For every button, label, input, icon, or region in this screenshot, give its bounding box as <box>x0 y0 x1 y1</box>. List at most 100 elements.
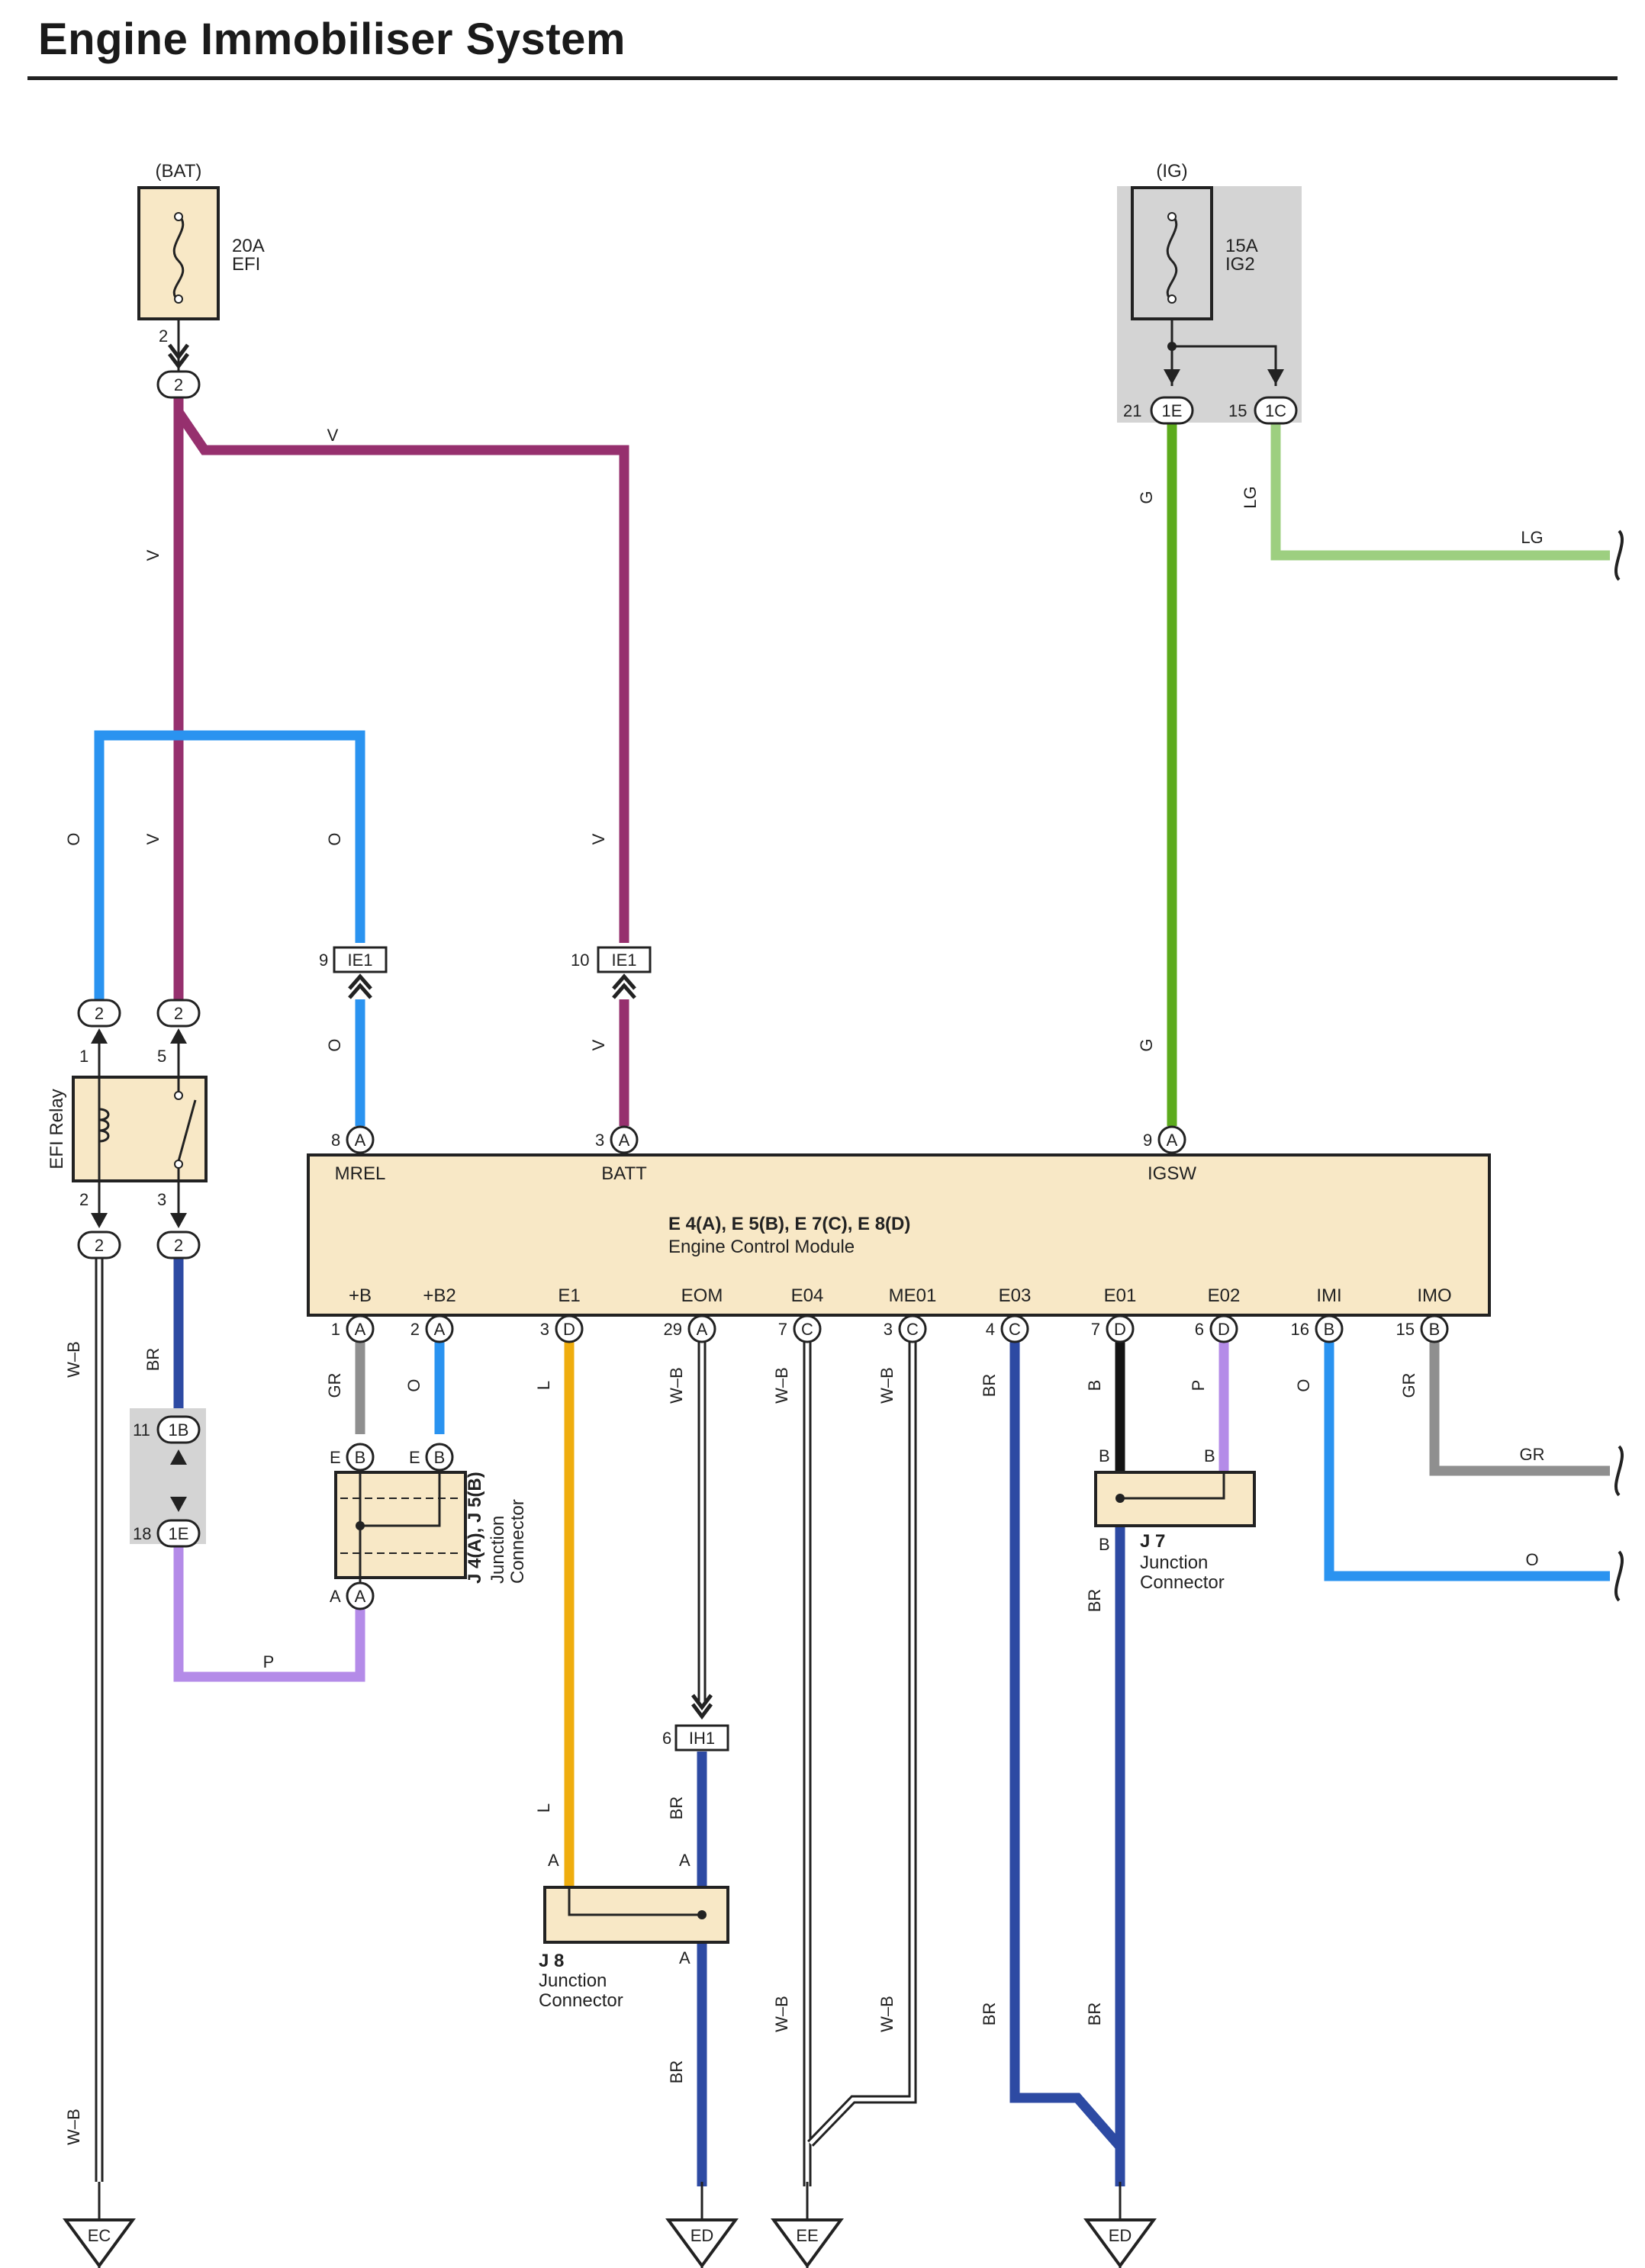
ecm-subtitle: Engine Control Module <box>668 1237 855 1257</box>
label-v-2: V <box>143 833 163 844</box>
ground-ed-2-label: ED <box>1109 2226 1132 2245</box>
connector-1b-label: 1B <box>169 1420 189 1440</box>
efi-relay-label: EFI Relay <box>47 1089 67 1169</box>
label-wb-e04: W–B <box>772 1367 791 1404</box>
relay-switch-blade <box>177 1099 197 1162</box>
connector-1c-ig <box>1254 396 1298 425</box>
relay-pin-5: 5 <box>157 1047 166 1066</box>
ecm-bottom-label-0: +B <box>349 1285 372 1306</box>
ecm-bottom-num-8: 6 <box>1195 1320 1204 1339</box>
ecm-bottom-num-1: 2 <box>410 1320 420 1339</box>
relay-pin-1: 1 <box>79 1047 89 1066</box>
ecm-bottom-label-9: IMI <box>1316 1285 1341 1306</box>
j7-sub2: Connector <box>1140 1572 1225 1593</box>
ground-ed-1-label: ED <box>691 2226 714 2245</box>
connector-2-relay-switch <box>156 999 201 1028</box>
wire-wb-me01-core <box>809 1327 915 2145</box>
connector-1c-ig-label: 1C <box>1265 401 1286 420</box>
connector-1e-lower <box>156 1519 201 1548</box>
ecm-bottom-label-1: +B2 <box>423 1285 456 1306</box>
ecm-top-pin-2-label: A <box>1167 1131 1178 1150</box>
ecm-bottom-pin-3-label: A <box>697 1320 708 1339</box>
efi-fuse-name: EFI <box>232 254 260 275</box>
label-o-2: O <box>325 832 344 845</box>
efi-relay <box>72 1076 208 1182</box>
connector-2-relay-out-2 <box>156 1231 201 1259</box>
ie1-connector-10 <box>597 946 652 973</box>
connector-2-top-label: 2 <box>174 375 183 394</box>
ecm-bottom-label-3: EOM <box>681 1285 723 1306</box>
label-br-e03-lower: BR <box>980 2003 999 2026</box>
wire-lg <box>1270 420 1610 561</box>
pin-21: 21 <box>1123 401 1141 420</box>
ecm-bottom-pin-4-label: C <box>801 1320 813 1339</box>
j7-splice <box>1115 1494 1125 1503</box>
relay-arrow-2 <box>91 1213 108 1228</box>
title-rule <box>27 76 1618 80</box>
label-v-4: V <box>589 1039 608 1050</box>
ecm-top-pin-0 <box>346 1125 375 1154</box>
j8-title: J 8 <box>539 1951 564 1971</box>
ih1-pin-6: 6 <box>662 1729 671 1748</box>
relay-pin-2: 2 <box>79 1190 89 1209</box>
j4-e-1: E <box>330 1448 341 1467</box>
connector-2-relay-out-1-label: 2 <box>95 1236 104 1255</box>
label-l-1: L <box>534 1381 553 1390</box>
ecm-bottom-pin-9-label: B <box>1324 1320 1335 1339</box>
label-o-3: O <box>325 1038 344 1051</box>
ecm-bottom-num-9: 16 <box>1291 1320 1309 1339</box>
j4-e-2: E <box>409 1448 420 1467</box>
j7-b-3: B <box>1099 1535 1110 1554</box>
ie1-pin-10: 10 <box>571 951 589 970</box>
ecm-bottom-pin-1 <box>425 1314 454 1343</box>
label-g-2: G <box>1137 1038 1156 1051</box>
ih1-arrow-2 <box>691 1703 713 1720</box>
ig2-fuse-element <box>1166 214 1178 302</box>
j8-bus <box>568 1887 702 1916</box>
connector-1b <box>156 1415 201 1444</box>
j8-a-1: A <box>548 1851 559 1870</box>
ecm-top-label-1: BATT <box>601 1163 647 1184</box>
ecm-bottom-pin-4 <box>793 1314 822 1343</box>
label-gr-2: GR <box>1520 1445 1545 1464</box>
label-p-1: P <box>263 1652 275 1671</box>
label-gr-imo: GR <box>1399 1373 1418 1398</box>
ground-ee <box>771 2218 844 2268</box>
ecm-bottom-label-8: E02 <box>1208 1285 1241 1306</box>
wire-o-imi <box>1324 1327 1610 1581</box>
relay-contact-top <box>174 1091 183 1100</box>
junction-arrow-down <box>170 1497 187 1512</box>
fuse-out-arrow <box>168 343 189 361</box>
ig2-fuse-contact-bottom <box>1167 294 1177 304</box>
label-gr-1: GR <box>325 1373 344 1398</box>
ground-ed-2 <box>1083 2218 1157 2268</box>
connector-1e-ig-label: 1E <box>1162 401 1183 420</box>
label-wb-me01-lower: W–B <box>877 1996 897 2032</box>
label-wb-eom: W–B <box>667 1367 686 1404</box>
label-v-1: V <box>143 549 163 561</box>
ecm-bottom-pin-6 <box>1000 1314 1029 1343</box>
label-br-j7-lower: BR <box>1085 2003 1104 2026</box>
connector-2-relay-switch-label: 2 <box>174 1004 183 1023</box>
ecm-bottom-num-3: 29 <box>664 1320 682 1339</box>
label-br-j8-lower: BR <box>667 2061 686 2084</box>
ground-ec <box>63 2218 136 2268</box>
j7-sub1: Junction <box>1140 1552 1208 1573</box>
pin-18: 18 <box>133 1524 151 1543</box>
relay-pin-3: 3 <box>157 1190 166 1209</box>
connector-2-relay-out-1 <box>77 1231 121 1259</box>
ig2-branch <box>1170 319 1277 386</box>
ecm-bottom-pin-0 <box>346 1314 375 1343</box>
ecm-bottom-pin-0-label: A <box>355 1320 366 1339</box>
j7-bus <box>1120 1472 1225 1500</box>
connector-2-relay-coil-label: 2 <box>95 1004 104 1023</box>
ecm-bottom-label-7: E01 <box>1104 1285 1137 1306</box>
j8-splice <box>697 1910 707 1919</box>
ecm-bottom-pin-7-label: D <box>1114 1320 1126 1339</box>
ecm-bottom-pin-6-label: C <box>1009 1320 1021 1339</box>
j4-pin-b-1-label: B <box>355 1448 366 1467</box>
label-lg-2: LG <box>1521 528 1543 547</box>
ecm-bottom-pin-3 <box>687 1314 716 1343</box>
relay-arrow-1 <box>91 1028 108 1044</box>
